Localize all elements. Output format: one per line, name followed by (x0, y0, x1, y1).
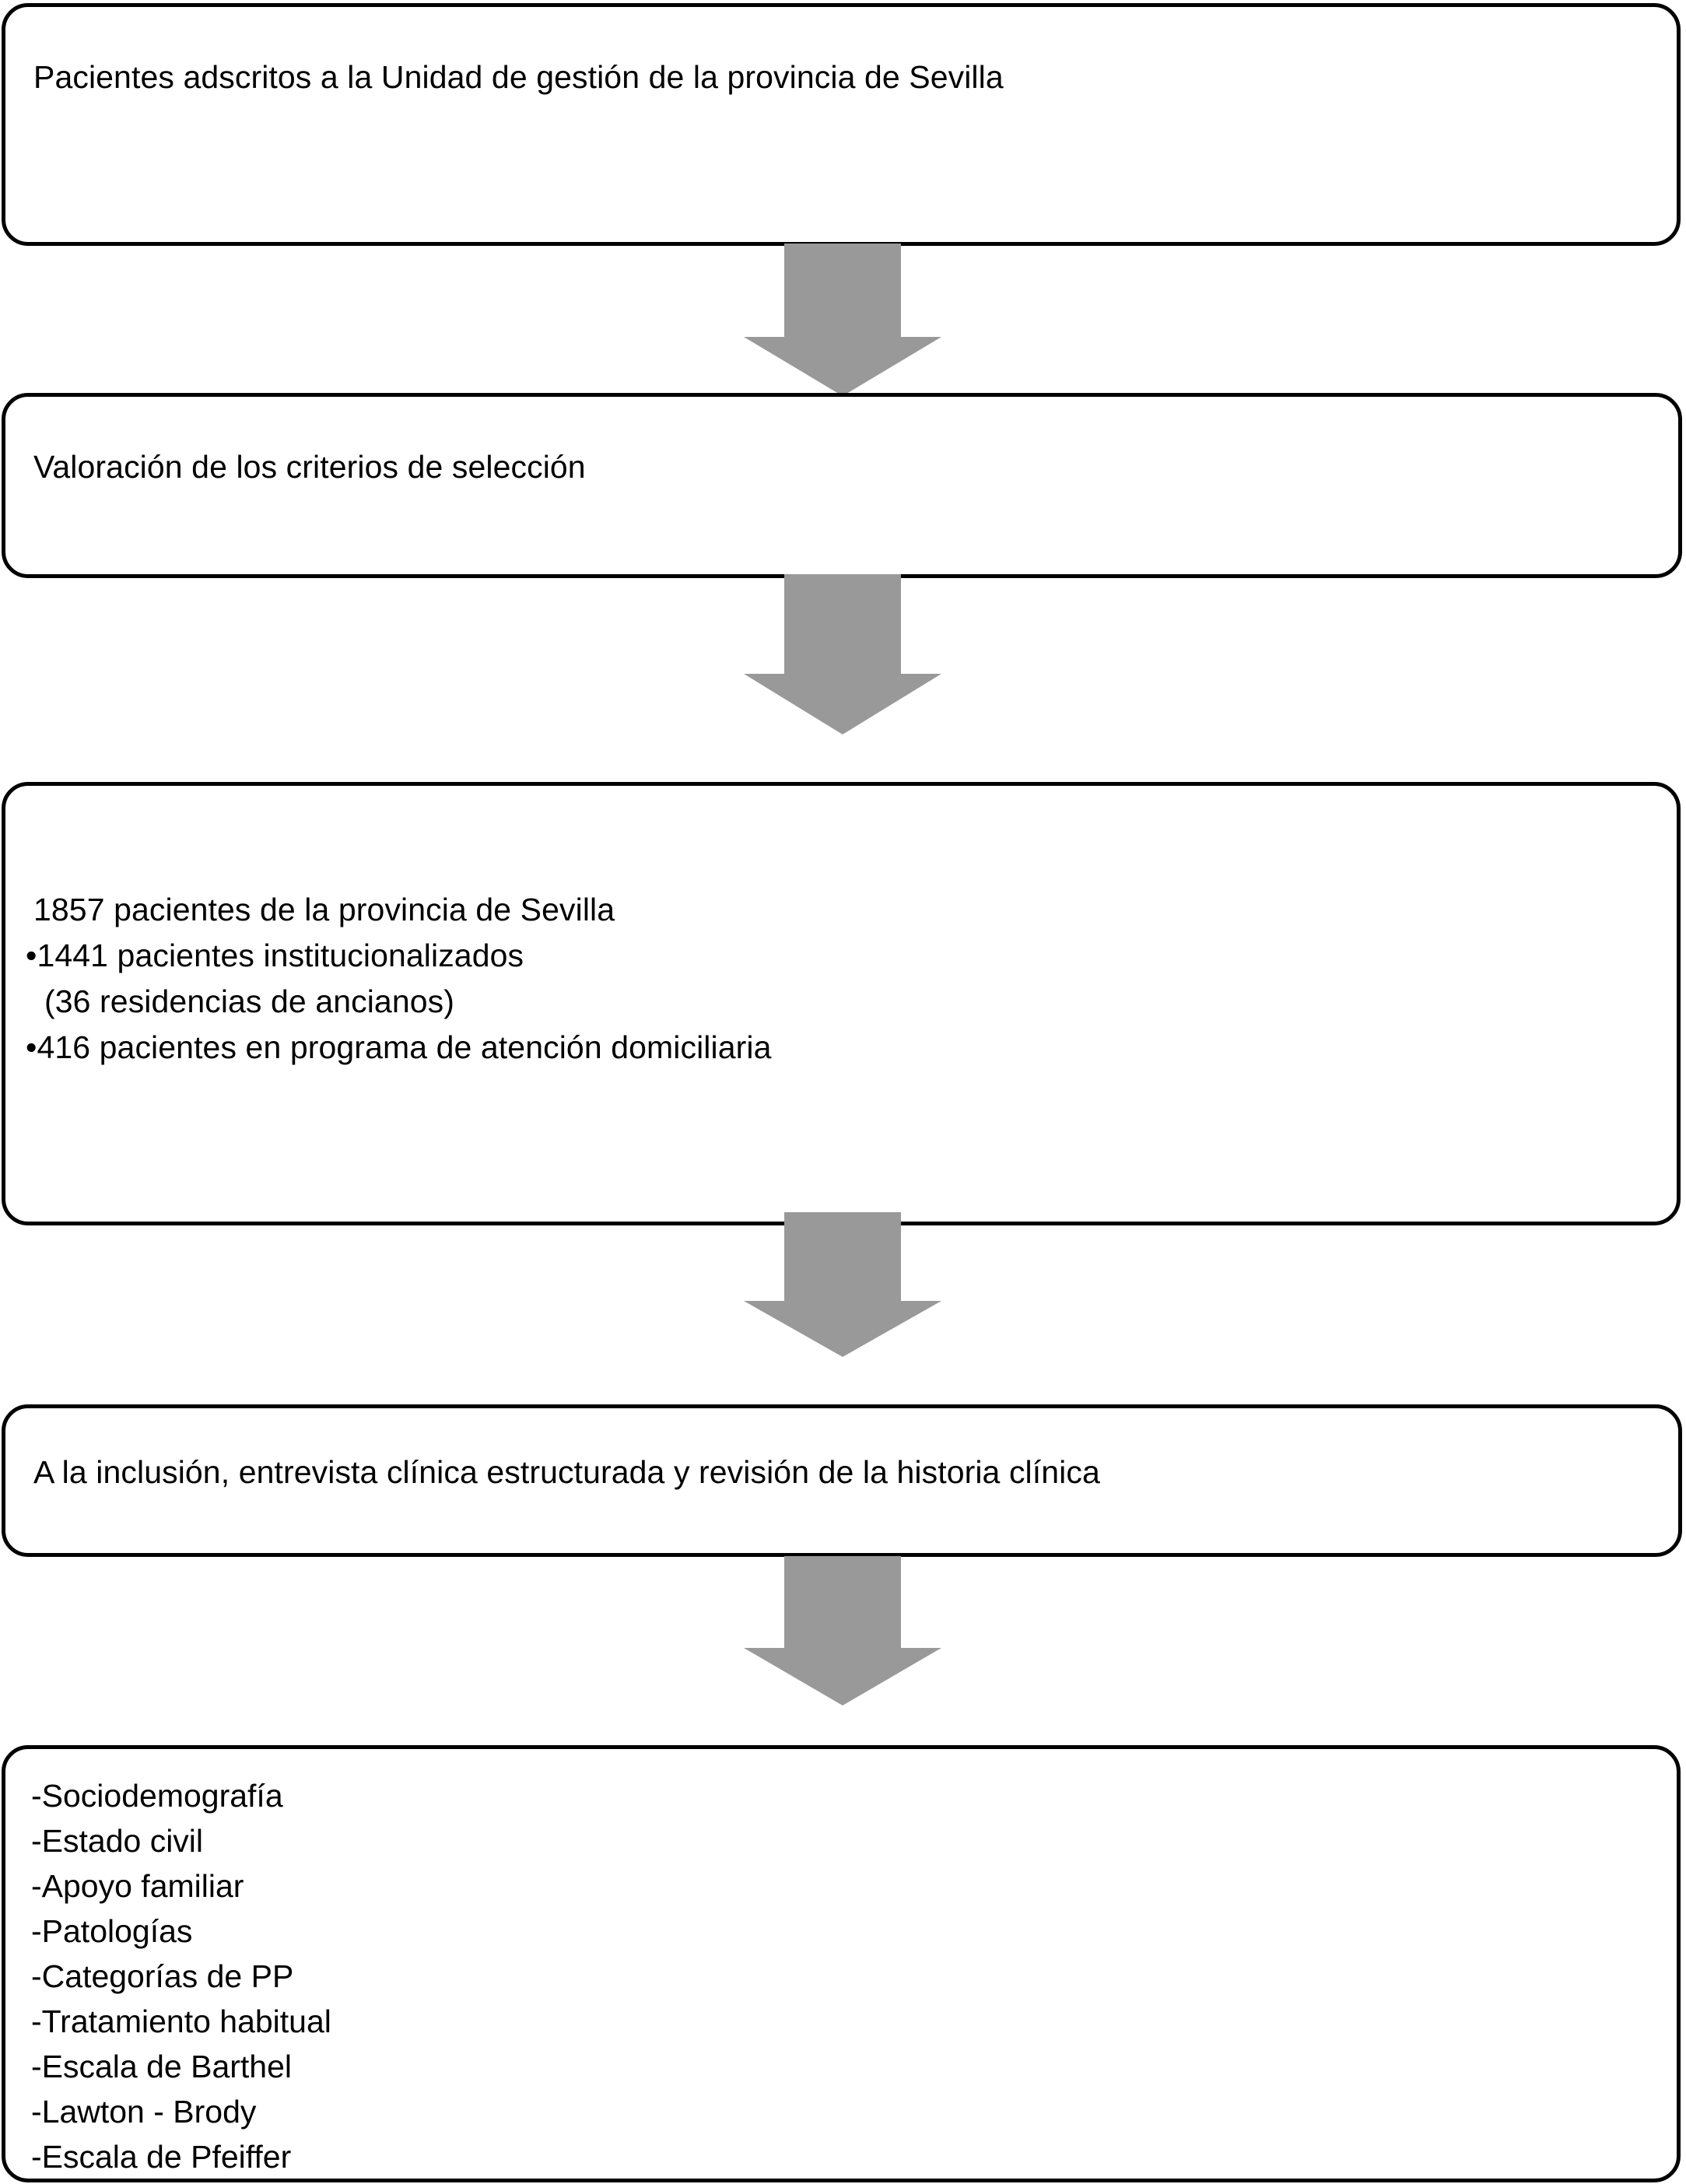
down-arrow-icon (744, 244, 941, 396)
down-arrow-icon (744, 1556, 941, 1705)
patients-enrolled-box: Pacientes adscritos a la Unidad de gesti… (2, 3, 1681, 246)
variable-estado-civil: -Estado civil (31, 1823, 204, 1859)
variable-categorias-pp: -Categorías de PP (31, 1958, 294, 1994)
home-care-patients-text: •416 pacientes en programa de atención d… (26, 1029, 772, 1065)
variable-escala-pfeiffer: -Escala de Pfeiffer (31, 2139, 292, 2175)
collected-variables-box: -Sociodemografía -Estado civil -Apoyo fa… (2, 1745, 1681, 2182)
selection-criteria-box: Valoración de los criterios de selección (2, 393, 1682, 578)
variable-tratamiento-habitual: -Tratamiento habitual (31, 2003, 331, 2039)
nursing-homes-text: (36 residencias de ancianos) (44, 983, 454, 1019)
inclusion-interview-text: A la inclusión, entrevista clínica estru… (33, 1454, 1100, 1490)
patients-enrolled-text: Pacientes adscritos a la Unidad de gesti… (33, 59, 1004, 95)
total-patients-text: 1857 pacientes de la provincia de Sevill… (33, 892, 615, 927)
down-arrow-icon (744, 574, 941, 734)
down-arrow-icon (744, 1212, 941, 1357)
inclusion-interview-box: A la inclusión, entrevista clínica estru… (2, 1404, 1682, 1557)
selection-criteria-text: Valoración de los criterios de selección (33, 449, 586, 485)
variable-apoyo-familiar: -Apoyo familiar (31, 1868, 244, 1904)
variable-escala-barthel: -Escala de Barthel (31, 2049, 293, 2084)
patient-counts-box: 1857 pacientes de la provincia de Sevill… (2, 782, 1681, 1225)
variable-lawton-brody: -Lawton - Brody (31, 2094, 257, 2130)
variable-sociodemografia: -Sociodemografía (31, 1778, 283, 1814)
institutionalized-patients-text: •1441 pacientes institucionalizados (26, 938, 524, 973)
variable-patologias: -Patologías (31, 1913, 193, 1949)
